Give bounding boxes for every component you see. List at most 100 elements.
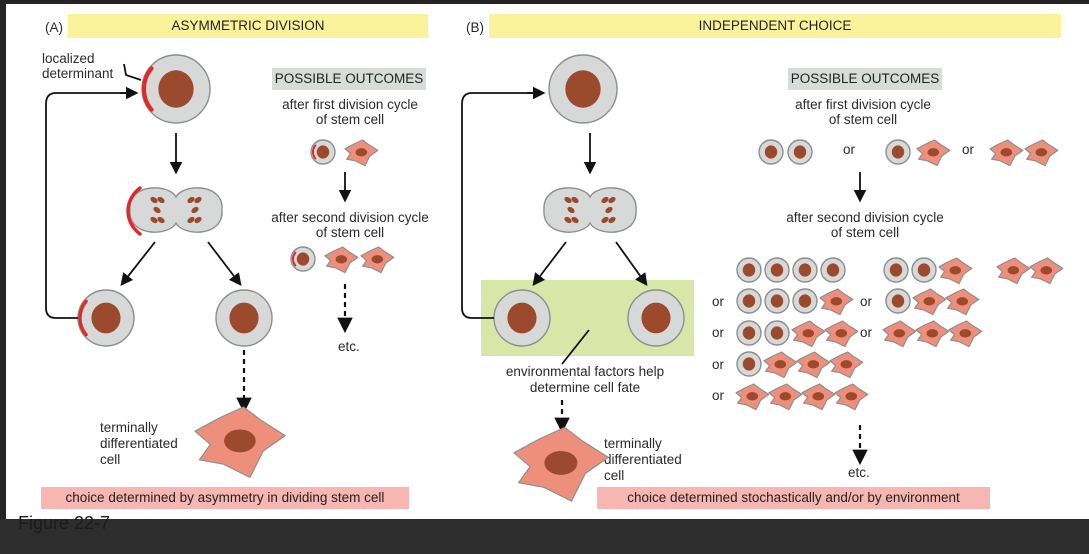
panel-a-etc: etc. <box>338 339 360 354</box>
determinant-pointer-line <box>123 63 142 81</box>
environment-label-line1: environmental factors help <box>505 364 665 379</box>
outcome-stem <box>764 257 790 283</box>
outcome-stem <box>736 320 762 346</box>
cell-nucleus <box>802 329 815 338</box>
panel-a-after-second-line1: after second division cycle <box>271 210 429 225</box>
terminal-cell-a <box>194 406 286 478</box>
or-label: or <box>712 294 725 309</box>
stem-cell-b-top <box>548 54 618 124</box>
ob-d <box>1024 139 1059 167</box>
cell-nucleus <box>742 326 756 340</box>
cell-nucleus <box>355 148 368 157</box>
cell-nucleus <box>826 263 840 277</box>
outcome-stem <box>764 288 790 314</box>
localized-determinant <box>292 251 297 267</box>
renewal-loop-a <box>45 92 128 319</box>
chromosome <box>187 216 195 224</box>
cell-nucleus <box>764 145 778 159</box>
cell-nucleus <box>956 297 969 306</box>
or-label: or <box>860 294 873 309</box>
chromosome <box>601 196 609 204</box>
cell-nucleus <box>1000 148 1013 157</box>
panel-a-label: (A) <box>45 20 63 35</box>
cell-nucleus <box>371 255 384 264</box>
cell-nucleus <box>923 297 936 306</box>
cell-nucleus <box>1007 266 1020 275</box>
cell-nucleus <box>641 302 671 334</box>
environment-pointer-line <box>561 329 590 365</box>
panel-b-footer: choice determined stochastically and/or … <box>597 487 990 509</box>
frame-bottom-bar <box>0 519 1089 554</box>
or-label: or <box>962 142 975 157</box>
cell-nucleus <box>793 145 807 159</box>
cell-nucleus <box>917 263 931 277</box>
cell-nucleus <box>335 255 348 264</box>
outcome-diff <box>945 288 980 316</box>
chromosome <box>564 196 572 204</box>
cell-nucleus <box>565 70 601 108</box>
or-label: or <box>712 325 725 340</box>
cell-nucleus <box>507 302 537 334</box>
outcome-diff <box>768 383 803 411</box>
cell-nucleus <box>770 326 784 340</box>
panel-b-terminal-line2: differentiated <box>604 452 682 467</box>
chromosome <box>601 216 609 224</box>
or-label: or <box>860 325 873 340</box>
outcome-diff <box>912 288 947 316</box>
arrow-left-daughter-b <box>532 241 567 287</box>
outcome-diff <box>915 320 950 348</box>
outcome-diff <box>735 383 770 411</box>
panel-a-terminal-line3: cell <box>100 452 121 467</box>
chromosome <box>605 206 613 214</box>
panel-b-after-second-line2: of stem cell <box>830 225 900 240</box>
outcome-a1-diff <box>344 139 379 167</box>
cell-nucleus <box>746 392 759 401</box>
dividing-cell <box>543 187 637 233</box>
cell-nucleus <box>889 263 903 277</box>
outcome-stem <box>736 288 762 314</box>
cell-nucleus <box>779 392 792 401</box>
chromosome <box>564 216 572 224</box>
localized-label-line1: localized <box>42 51 95 66</box>
cell-nucleus <box>891 294 905 308</box>
localized-determinant <box>78 299 88 337</box>
cell-nucleus <box>296 252 310 266</box>
arrow-right-daughter-a <box>207 241 242 287</box>
cell-nucleus <box>949 266 962 275</box>
cell-nucleus <box>229 302 259 334</box>
outcome-diff <box>1029 257 1064 285</box>
cell-nucleus <box>835 329 848 338</box>
stem-cell-a-left <box>77 289 135 347</box>
panel-b-outcomes-box: POSSIBLE OUTCOMES <box>788 68 942 90</box>
cell-nucleus <box>830 297 843 306</box>
chromosome <box>157 196 165 204</box>
or-label: or <box>843 142 856 157</box>
panel-b-after-first-line1: after first division cycle <box>795 97 931 112</box>
stem-cell-a-top <box>141 54 211 124</box>
or-label: or <box>712 388 725 403</box>
cell-nucleus <box>770 263 784 277</box>
cell-nucleus <box>893 329 906 338</box>
cell-nucleus <box>1040 266 1053 275</box>
cell-nucleus <box>840 360 853 369</box>
chromosome <box>608 216 616 224</box>
outcome-stem <box>764 320 790 346</box>
chromosome <box>608 196 616 204</box>
panel-b-label: (B) <box>466 20 484 35</box>
outcome-diff <box>824 320 859 348</box>
cell-nucleus <box>742 294 756 308</box>
localized-determinant <box>126 186 142 236</box>
outcome-stem <box>911 257 937 283</box>
cell-membrane <box>543 187 637 233</box>
chromosome <box>187 196 195 204</box>
chromosome <box>571 196 579 204</box>
cell-nucleus <box>742 263 756 277</box>
panel-a-terminal-line1: terminally <box>100 420 158 435</box>
panel-b-after-second-line1: after second division cycle <box>786 210 944 225</box>
cell-nucleus <box>926 329 939 338</box>
outcome-stem <box>736 351 762 377</box>
outcome-diff <box>948 320 983 348</box>
stem-cell-b-left <box>493 289 551 347</box>
environment-label-line2: determine cell fate <box>529 380 641 395</box>
